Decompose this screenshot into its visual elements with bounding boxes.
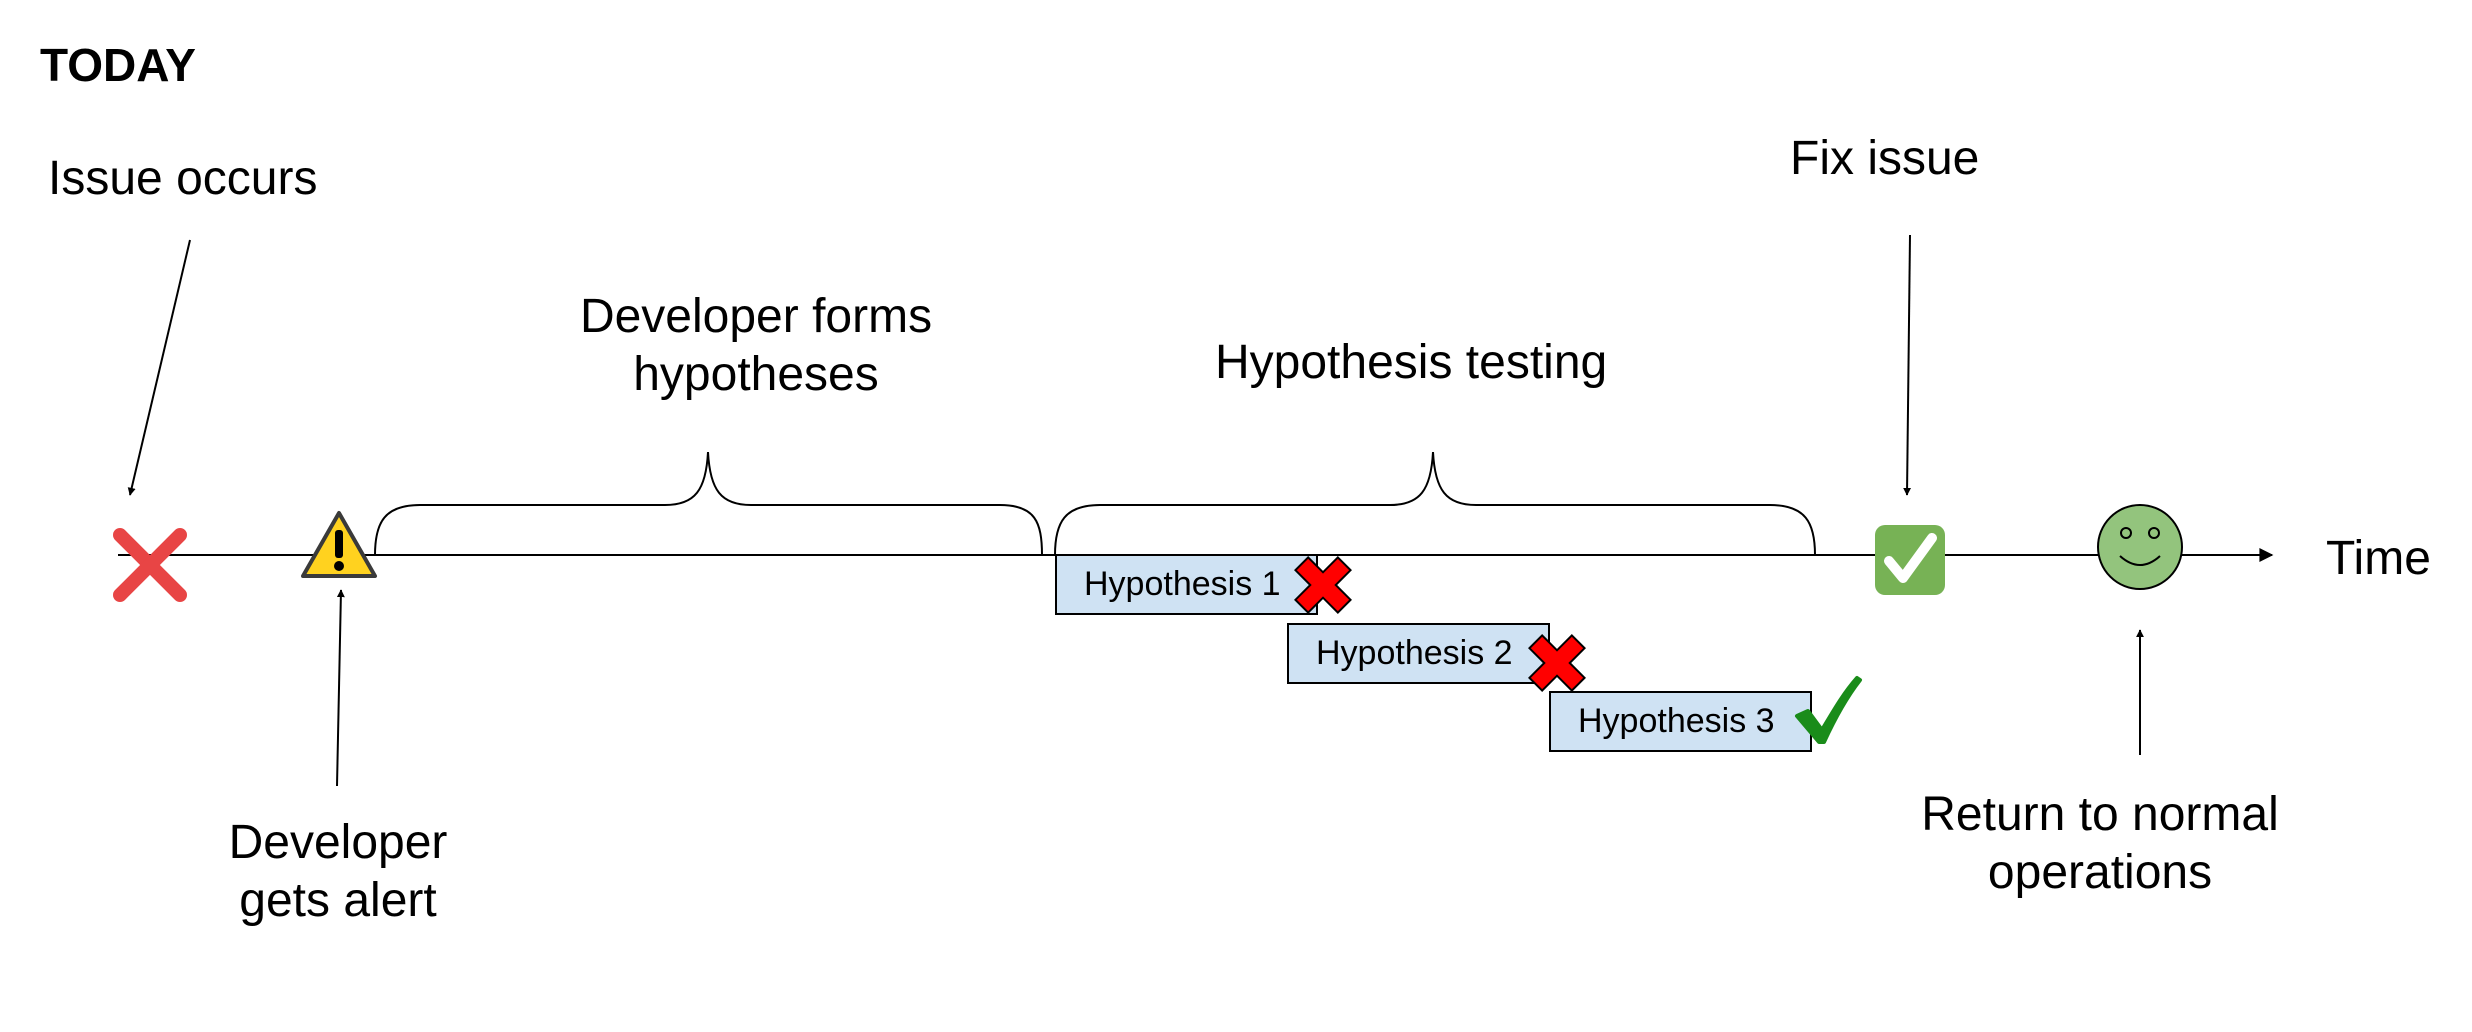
time-axis-label: Time [2326,532,2431,585]
hypothesis-label: Hypothesis 1 [1084,565,1281,603]
hypothesis-box-2: Hypothesis 2 [1287,623,1550,684]
developer-alert-label: Developer gets alert [228,816,448,927]
fix-issue-label: Fix issue [1790,132,1980,185]
issue-arrow [127,239,191,496]
smiley-face-icon [2097,504,2183,590]
testing-brace [1054,451,1816,556]
hypothesis-testing-label: Hypothesis testing [1215,336,1608,389]
diagram-title: TODAY [40,39,196,91]
forms-hypotheses-label: Developer forms hypotheses [579,290,933,401]
hypothesis-label: Hypothesis 2 [1316,634,1513,672]
cross-mark-icon [113,528,187,602]
fix-arrow [1903,234,1912,496]
warning-icon [301,511,377,578]
hypothesis-box-3: Hypothesis 3 [1549,691,1812,752]
hypotheses-brace [374,451,1043,556]
check-mark-button-icon [1875,525,1945,595]
issue-occurs-label: Issue occurs [48,152,318,205]
alert-arrow [336,589,345,787]
hypothesis-label: Hypothesis 3 [1578,702,1775,740]
hypothesis-box-1: Hypothesis 1 [1055,554,1318,615]
return-normal-label: Return to normal operations [1921,788,2279,899]
